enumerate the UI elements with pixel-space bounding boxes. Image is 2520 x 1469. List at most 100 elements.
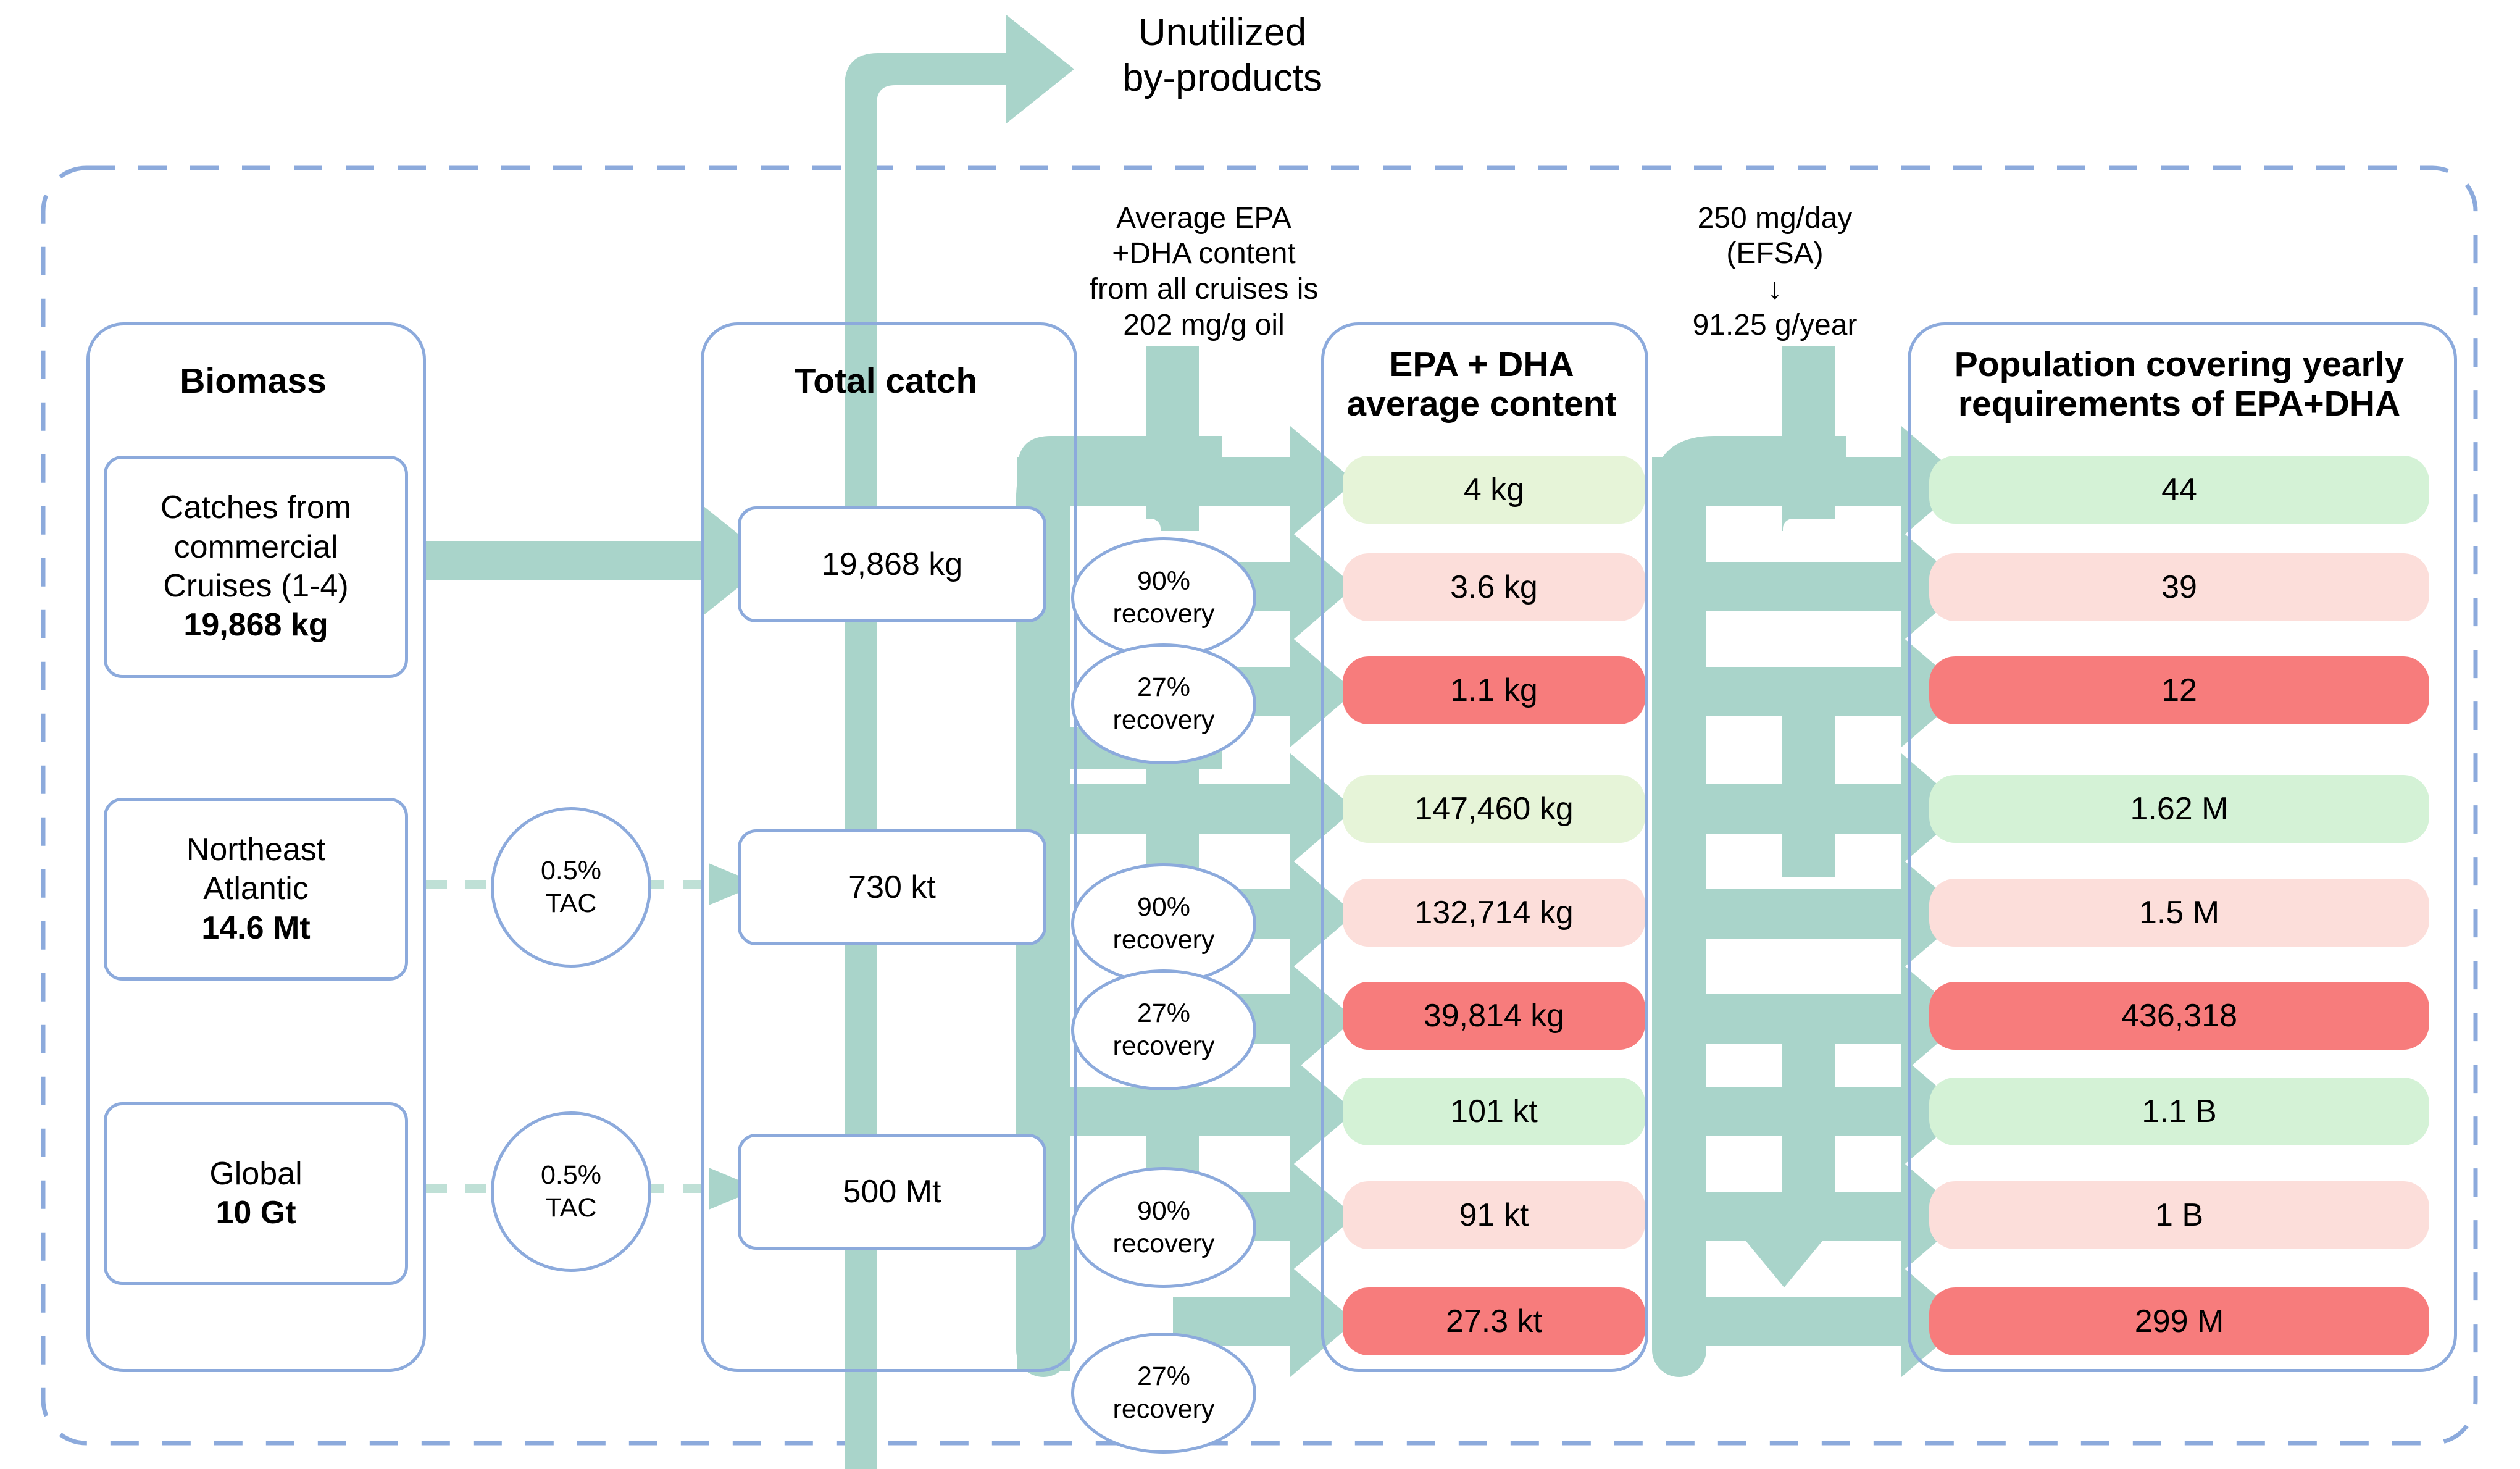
population-pill-6[interactable]: 436,318 xyxy=(1929,982,2429,1050)
note-epa-line2: +DHA content xyxy=(1112,237,1296,270)
population-pill-5-value: 1.5 M xyxy=(2138,895,2220,931)
epadha-pill-1-value: 4 kg xyxy=(1463,472,1525,508)
biomass-header: Biomass xyxy=(180,361,327,401)
epadha-pill-3[interactable]: 1.1 kg xyxy=(1343,656,1645,724)
population-pill-5[interactable]: 1.5 M xyxy=(1929,879,2429,947)
vertical-feed-1 xyxy=(1146,346,1199,531)
recovery-ellipse-3-line2: recovery xyxy=(1112,925,1215,955)
recovery-ellipse-2[interactable]: 27% recovery xyxy=(1071,643,1256,764)
epadha-header-line1: EPA + DHA xyxy=(1389,345,1574,385)
recovery-ellipse-2-line1: 27% xyxy=(1137,672,1191,702)
population-pill-8-value: 1 B xyxy=(2155,1197,2204,1233)
recovery-ellipse-5-line2: recovery xyxy=(1112,1229,1215,1258)
population-pill-3[interactable]: 12 xyxy=(1929,656,2429,724)
totalcatch-item-1-value: 19,868 kg xyxy=(821,546,963,582)
note-efsa-line1: 250 mg/day xyxy=(1697,201,1853,235)
right-vertical-feed-2 xyxy=(1782,679,1835,877)
note-efsa-down-arrow-icon: ↓ xyxy=(1767,273,1782,306)
population-header-line2: requirements of EPA+DHA xyxy=(1958,384,2401,424)
biomass-item-global[interactable]: Global 10 Gt xyxy=(104,1102,408,1285)
recovery-ellipse-3-line1: 90% xyxy=(1137,892,1191,922)
right-vertical-feed-3 xyxy=(1782,1007,1835,1204)
totalcatch-item-2[interactable]: 730 kt xyxy=(738,829,1046,945)
population-header-line1: Population covering yearly xyxy=(1954,345,2405,385)
epadha-pill-9[interactable]: 27.3 kt xyxy=(1343,1287,1645,1355)
note-efsa-requirement: 250 mg/day (EFSA) ↓ 91.25 g/year xyxy=(1642,191,1908,352)
biomass-item-cruises[interactable]: Catches from commercial Cruises (1-4) 19… xyxy=(104,456,408,678)
population-pill-4[interactable]: 1.62 M xyxy=(1929,775,2429,843)
biomass-item-cruises-line2: commercial xyxy=(173,529,338,565)
unutilized-label-line1: Unutilized xyxy=(1138,10,1307,54)
recovery-ellipse-3[interactable]: 90% recovery xyxy=(1071,863,1256,984)
biomass-item-global-line1: Global xyxy=(209,1155,302,1192)
epadha-pill-5[interactable]: 132,714 kg xyxy=(1343,879,1645,947)
tac-ellipse-northeast-atlantic[interactable]: 0.5% TAC xyxy=(491,807,651,968)
note-epa-line1: Average EPA xyxy=(1116,201,1291,235)
biomass-item-ne-line1: Northeast xyxy=(186,831,326,868)
biomass-item-global-value: 10 Gt xyxy=(215,1195,296,1231)
epadha-header-line2: average content xyxy=(1346,384,1617,424)
tac-ellipse-global[interactable]: 0.5% TAC xyxy=(491,1111,651,1272)
recovery-ellipse-1-line2: recovery xyxy=(1112,599,1215,629)
totalcatch-group-box xyxy=(701,322,1077,1372)
biomass-item-northeast-atlantic[interactable]: Northeast Atlantic 14.6 Mt xyxy=(104,798,408,981)
population-pill-8[interactable]: 1 B xyxy=(1929,1181,2429,1249)
population-pill-7[interactable]: 1.1 B xyxy=(1929,1078,2429,1145)
population-pill-9[interactable]: 299 M xyxy=(1929,1287,2429,1355)
epadha-pill-2[interactable]: 3.6 kg xyxy=(1343,553,1645,621)
tac-ellipse-2-line2: TAC xyxy=(545,1193,597,1223)
biomass-item-ne-line2: Atlantic xyxy=(203,871,309,907)
population-pill-2-value: 39 xyxy=(2161,569,2197,605)
biomass-item-cruises-line1: Catches from xyxy=(160,490,352,526)
recovery-ellipse-5[interactable]: 90% recovery xyxy=(1071,1167,1256,1288)
tac-ellipse-1-line1: 0.5% xyxy=(540,855,601,885)
recovery-ellipse-1-line1: 90% xyxy=(1137,566,1191,596)
epadha-pill-7[interactable]: 101 kt xyxy=(1343,1078,1645,1145)
totalcatch-header: Total catch xyxy=(794,361,978,401)
note-epa-line3: from all cruises is xyxy=(1089,273,1319,306)
right-trunk-bar xyxy=(1652,469,1706,1377)
epadha-pill-5-value: 132,714 kg xyxy=(1414,895,1574,931)
population-header: Population covering yearly requirements … xyxy=(1908,338,2451,431)
population-pill-1[interactable]: 44 xyxy=(1929,456,2429,524)
population-pill-3-value: 12 xyxy=(2161,672,2197,708)
recovery-ellipse-1[interactable]: 90% recovery xyxy=(1071,537,1256,658)
arrow-down-stub-right xyxy=(1741,1192,1827,1287)
tac-ellipse-2-line1: 0.5% xyxy=(540,1160,601,1190)
totalcatch-item-1[interactable]: 19,868 kg xyxy=(738,506,1046,622)
epadha-pill-7-value: 101 kt xyxy=(1450,1094,1538,1129)
recovery-ellipse-4[interactable]: 27% recovery xyxy=(1071,969,1256,1090)
totalcatch-item-3[interactable]: 500 Mt xyxy=(738,1134,1046,1250)
epadha-pill-6-value: 39,814 kg xyxy=(1423,998,1565,1034)
recovery-ellipse-6[interactable]: 27% recovery xyxy=(1071,1333,1256,1454)
epadha-pill-6[interactable]: 39,814 kg xyxy=(1343,982,1645,1050)
epadha-pill-8[interactable]: 91 kt xyxy=(1343,1181,1645,1249)
recovery-ellipse-6-line2: recovery xyxy=(1112,1394,1215,1424)
epadha-pill-1[interactable]: 4 kg xyxy=(1343,456,1645,524)
population-pill-2[interactable]: 39 xyxy=(1929,553,2429,621)
tac-ellipse-1-line2: TAC xyxy=(545,889,597,918)
population-pill-1-value: 44 xyxy=(2161,472,2197,508)
recovery-ellipse-2-line2: recovery xyxy=(1112,705,1215,735)
epadha-pill-4-value: 147,460 kg xyxy=(1414,791,1574,827)
epadha-pill-4[interactable]: 147,460 kg xyxy=(1343,775,1645,843)
population-group-box xyxy=(1908,322,2457,1372)
epadha-pill-9-value: 27.3 kt xyxy=(1445,1304,1543,1339)
biomass-item-cruises-value: 19,868 kg xyxy=(183,607,328,643)
unutilized-label-line2: by-products xyxy=(1122,57,1322,99)
biomass-item-cruises-line3: Cruises (1-4) xyxy=(163,568,349,604)
epadha-group-box xyxy=(1321,322,1648,1372)
recovery-ellipse-6-line1: 27% xyxy=(1137,1361,1191,1391)
recovery-ellipse-4-line2: recovery xyxy=(1112,1031,1215,1061)
population-pill-9-value: 299 M xyxy=(2134,1304,2224,1339)
note-efsa-line2: (EFSA) xyxy=(1726,237,1824,270)
recovery-ellipse-5-line1: 90% xyxy=(1137,1195,1191,1226)
right-vertical-feed-1 xyxy=(1782,346,1835,531)
population-pill-6-value: 436,318 xyxy=(2121,998,2237,1034)
totalcatch-item-3-value: 500 Mt xyxy=(843,1173,941,1210)
note-epa-line4: 202 mg/g oil xyxy=(1123,308,1285,341)
recovery-ellipse-4-line1: 27% xyxy=(1137,998,1191,1028)
population-pill-4-value: 1.62 M xyxy=(2130,791,2229,827)
epadha-pill-3-value: 1.1 kg xyxy=(1450,672,1538,708)
